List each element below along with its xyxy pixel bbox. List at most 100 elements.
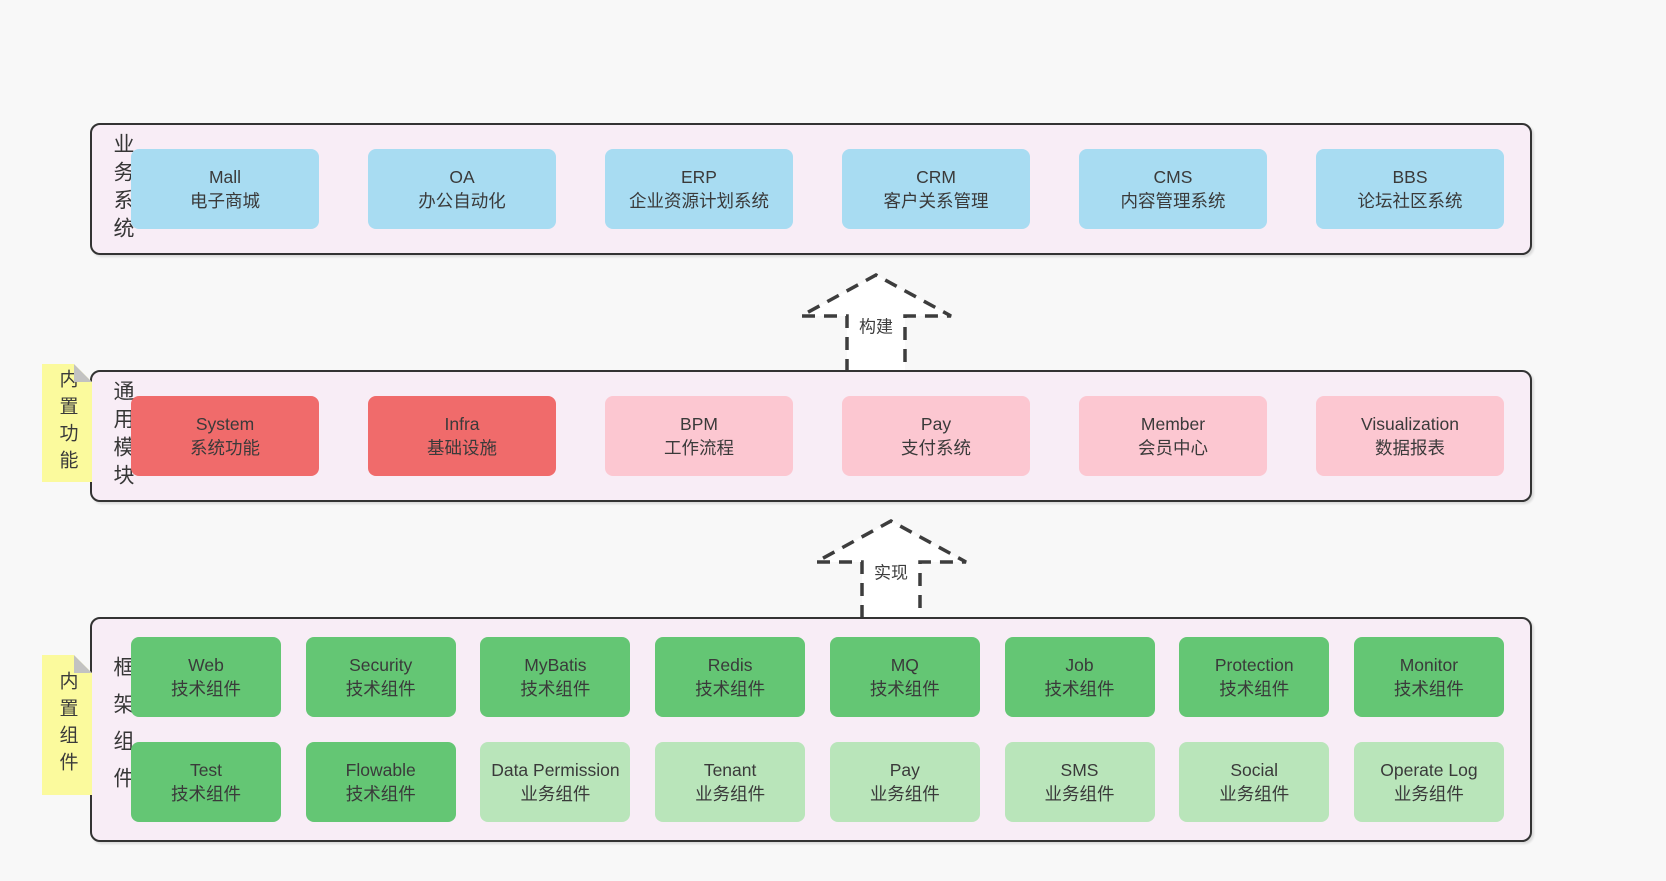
box-infra: Infra 基础设施	[368, 396, 556, 476]
box-title: Test	[189, 759, 223, 780]
module-boxes: System 系统功能 Infra 基础设施 BPM 工作流程 Pay 支付系统…	[131, 372, 1530, 500]
box-title: Visualization	[1361, 413, 1459, 434]
note-text: 内置功能	[56, 369, 78, 477]
box-title: CRM	[916, 166, 956, 187]
box-subtitle: 业务组件	[1393, 784, 1464, 804]
box-cms: CMS 内容管理系统	[1079, 149, 1267, 229]
box-subtitle: 技术组件	[1393, 679, 1464, 699]
box-subtitle: 业务组件	[1219, 784, 1290, 804]
box-title: Redis	[707, 654, 753, 675]
box-operate-log: Operate Log 业务组件	[1353, 742, 1504, 822]
box-title: Tenant	[703, 759, 757, 780]
box-bbs: BBS 论坛社区系统	[1316, 149, 1504, 229]
box-title: Flowable	[345, 759, 416, 780]
box-subtitle: 客户关系管理	[883, 191, 989, 211]
box-monitor: Monitor 技术组件	[1353, 637, 1504, 717]
box-subtitle: 技术组件	[869, 679, 940, 699]
box-title: Data Permission	[491, 759, 620, 780]
box-erp: ERP 企业资源计划系统	[605, 149, 793, 229]
box-title: CMS	[1153, 166, 1193, 187]
box-title: Pay	[889, 759, 920, 780]
note-fold-corner	[74, 364, 92, 382]
box-visualization: Visualization 数据报表	[1316, 396, 1504, 476]
box-subtitle: 会员中心	[1138, 438, 1208, 458]
business-row: Mall 电子商城 OA 办公自动化 ERP 企业资源计划系统 CRM 客户关系…	[131, 149, 1504, 229]
section-business-systems: 业务系统 Mall 电子商城 OA 办公自动化 ERP 企业资源计划系统 CRM…	[90, 123, 1532, 255]
box-subtitle: 系统功能	[190, 438, 260, 458]
box-subtitle: 技术组件	[345, 784, 416, 804]
box-subtitle: 技术组件	[345, 679, 416, 699]
box-social: Social 业务组件	[1179, 742, 1330, 822]
box-subtitle: 技术组件	[695, 679, 766, 699]
box-mall: Mall 电子商城	[131, 149, 319, 229]
modules-row: System 系统功能 Infra 基础设施 BPM 工作流程 Pay 支付系统…	[131, 396, 1504, 476]
box-mybatis: MyBatis 技术组件	[480, 637, 631, 717]
box-flowable: Flowable 技术组件	[305, 742, 456, 822]
box-protection: Protection 技术组件	[1179, 637, 1330, 717]
box-title: Security	[349, 654, 413, 675]
box-subtitle: 内容管理系统	[1120, 191, 1226, 211]
box-member: Member 会员中心	[1079, 396, 1267, 476]
box-subtitle: 论坛社区系统	[1357, 191, 1463, 211]
box-title: ERP	[681, 166, 717, 187]
arrow-build: 构建	[791, 272, 961, 372]
section-framework-components: 内置组件 框架组件 Web 技术组件 Security 技术组件 MyBatis…	[90, 617, 1532, 842]
framework-row-2: Test 技术组件 Flowable 技术组件 Data Permission …	[131, 742, 1504, 822]
box-web: Web 技术组件	[131, 637, 281, 717]
box-title: Social	[1230, 759, 1279, 780]
box-subtitle: 业务组件	[520, 784, 591, 804]
box-subtitle: 技术组件	[520, 679, 591, 699]
box-title: System	[195, 413, 255, 434]
box-title: Job	[1065, 654, 1094, 675]
box-pay-module: Pay 支付系统	[842, 396, 1030, 476]
box-subtitle: 技术组件	[1044, 679, 1115, 699]
box-subtitle: 工作流程	[664, 438, 734, 458]
box-subtitle: 技术组件	[171, 784, 241, 804]
box-title: Member	[1140, 413, 1206, 434]
arrow-implement-label: 实现	[871, 557, 911, 585]
framework-boxes: Web 技术组件 Security 技术组件 MyBatis 技术组件 Redi…	[131, 619, 1530, 840]
box-security: Security 技术组件	[305, 637, 456, 717]
box-subtitle: 业务组件	[1044, 784, 1115, 804]
box-bpm: BPM 工作流程	[605, 396, 793, 476]
box-subtitle: 电子商城	[190, 191, 260, 211]
framework-row-1: Web 技术组件 Security 技术组件 MyBatis 技术组件 Redi…	[131, 637, 1504, 717]
section-business-label: 业务系统	[111, 133, 134, 245]
box-title: MyBatis	[524, 654, 587, 675]
note-built-in-features: 内置功能	[42, 364, 92, 482]
box-title: BPM	[680, 413, 718, 434]
box-title: Operate Log	[1380, 759, 1478, 780]
box-job: Job 技术组件	[1004, 637, 1155, 717]
box-test: Test 技术组件	[131, 742, 281, 822]
box-title: BBS	[1392, 166, 1428, 187]
box-title: Monitor	[1399, 654, 1459, 675]
box-subtitle: 技术组件	[1219, 679, 1290, 699]
box-mq: MQ 技术组件	[829, 637, 980, 717]
box-subtitle: 数据报表	[1375, 438, 1445, 458]
section-framework-label: 框架组件	[111, 655, 134, 804]
box-title: Web	[188, 654, 224, 675]
arrow-implement: 实现	[806, 518, 976, 618]
box-pay-component: Pay 业务组件	[829, 742, 980, 822]
note-fold-corner	[74, 655, 92, 673]
box-redis: Redis 技术组件	[655, 637, 806, 717]
box-title: OA	[449, 166, 475, 187]
box-title: Infra	[444, 413, 480, 434]
box-system: System 系统功能	[131, 396, 319, 476]
section-modules-label: 通用模块	[111, 380, 134, 492]
box-subtitle: 办公自动化	[418, 191, 506, 211]
box-crm: CRM 客户关系管理	[842, 149, 1030, 229]
box-subtitle: 支付系统	[901, 438, 971, 458]
box-title: MQ	[890, 654, 919, 675]
note-text: 内置组件	[56, 671, 78, 779]
box-title: Pay	[920, 413, 952, 434]
box-title: Mall	[208, 166, 242, 187]
note-built-in-components: 内置组件	[42, 655, 92, 795]
box-subtitle: 技术组件	[171, 679, 241, 699]
box-oa: OA 办公自动化	[368, 149, 556, 229]
arrow-build-label: 构建	[856, 311, 896, 339]
box-title: Protection	[1214, 654, 1294, 675]
box-subtitle: 业务组件	[695, 784, 766, 804]
box-subtitle: 基础设施	[427, 438, 497, 458]
